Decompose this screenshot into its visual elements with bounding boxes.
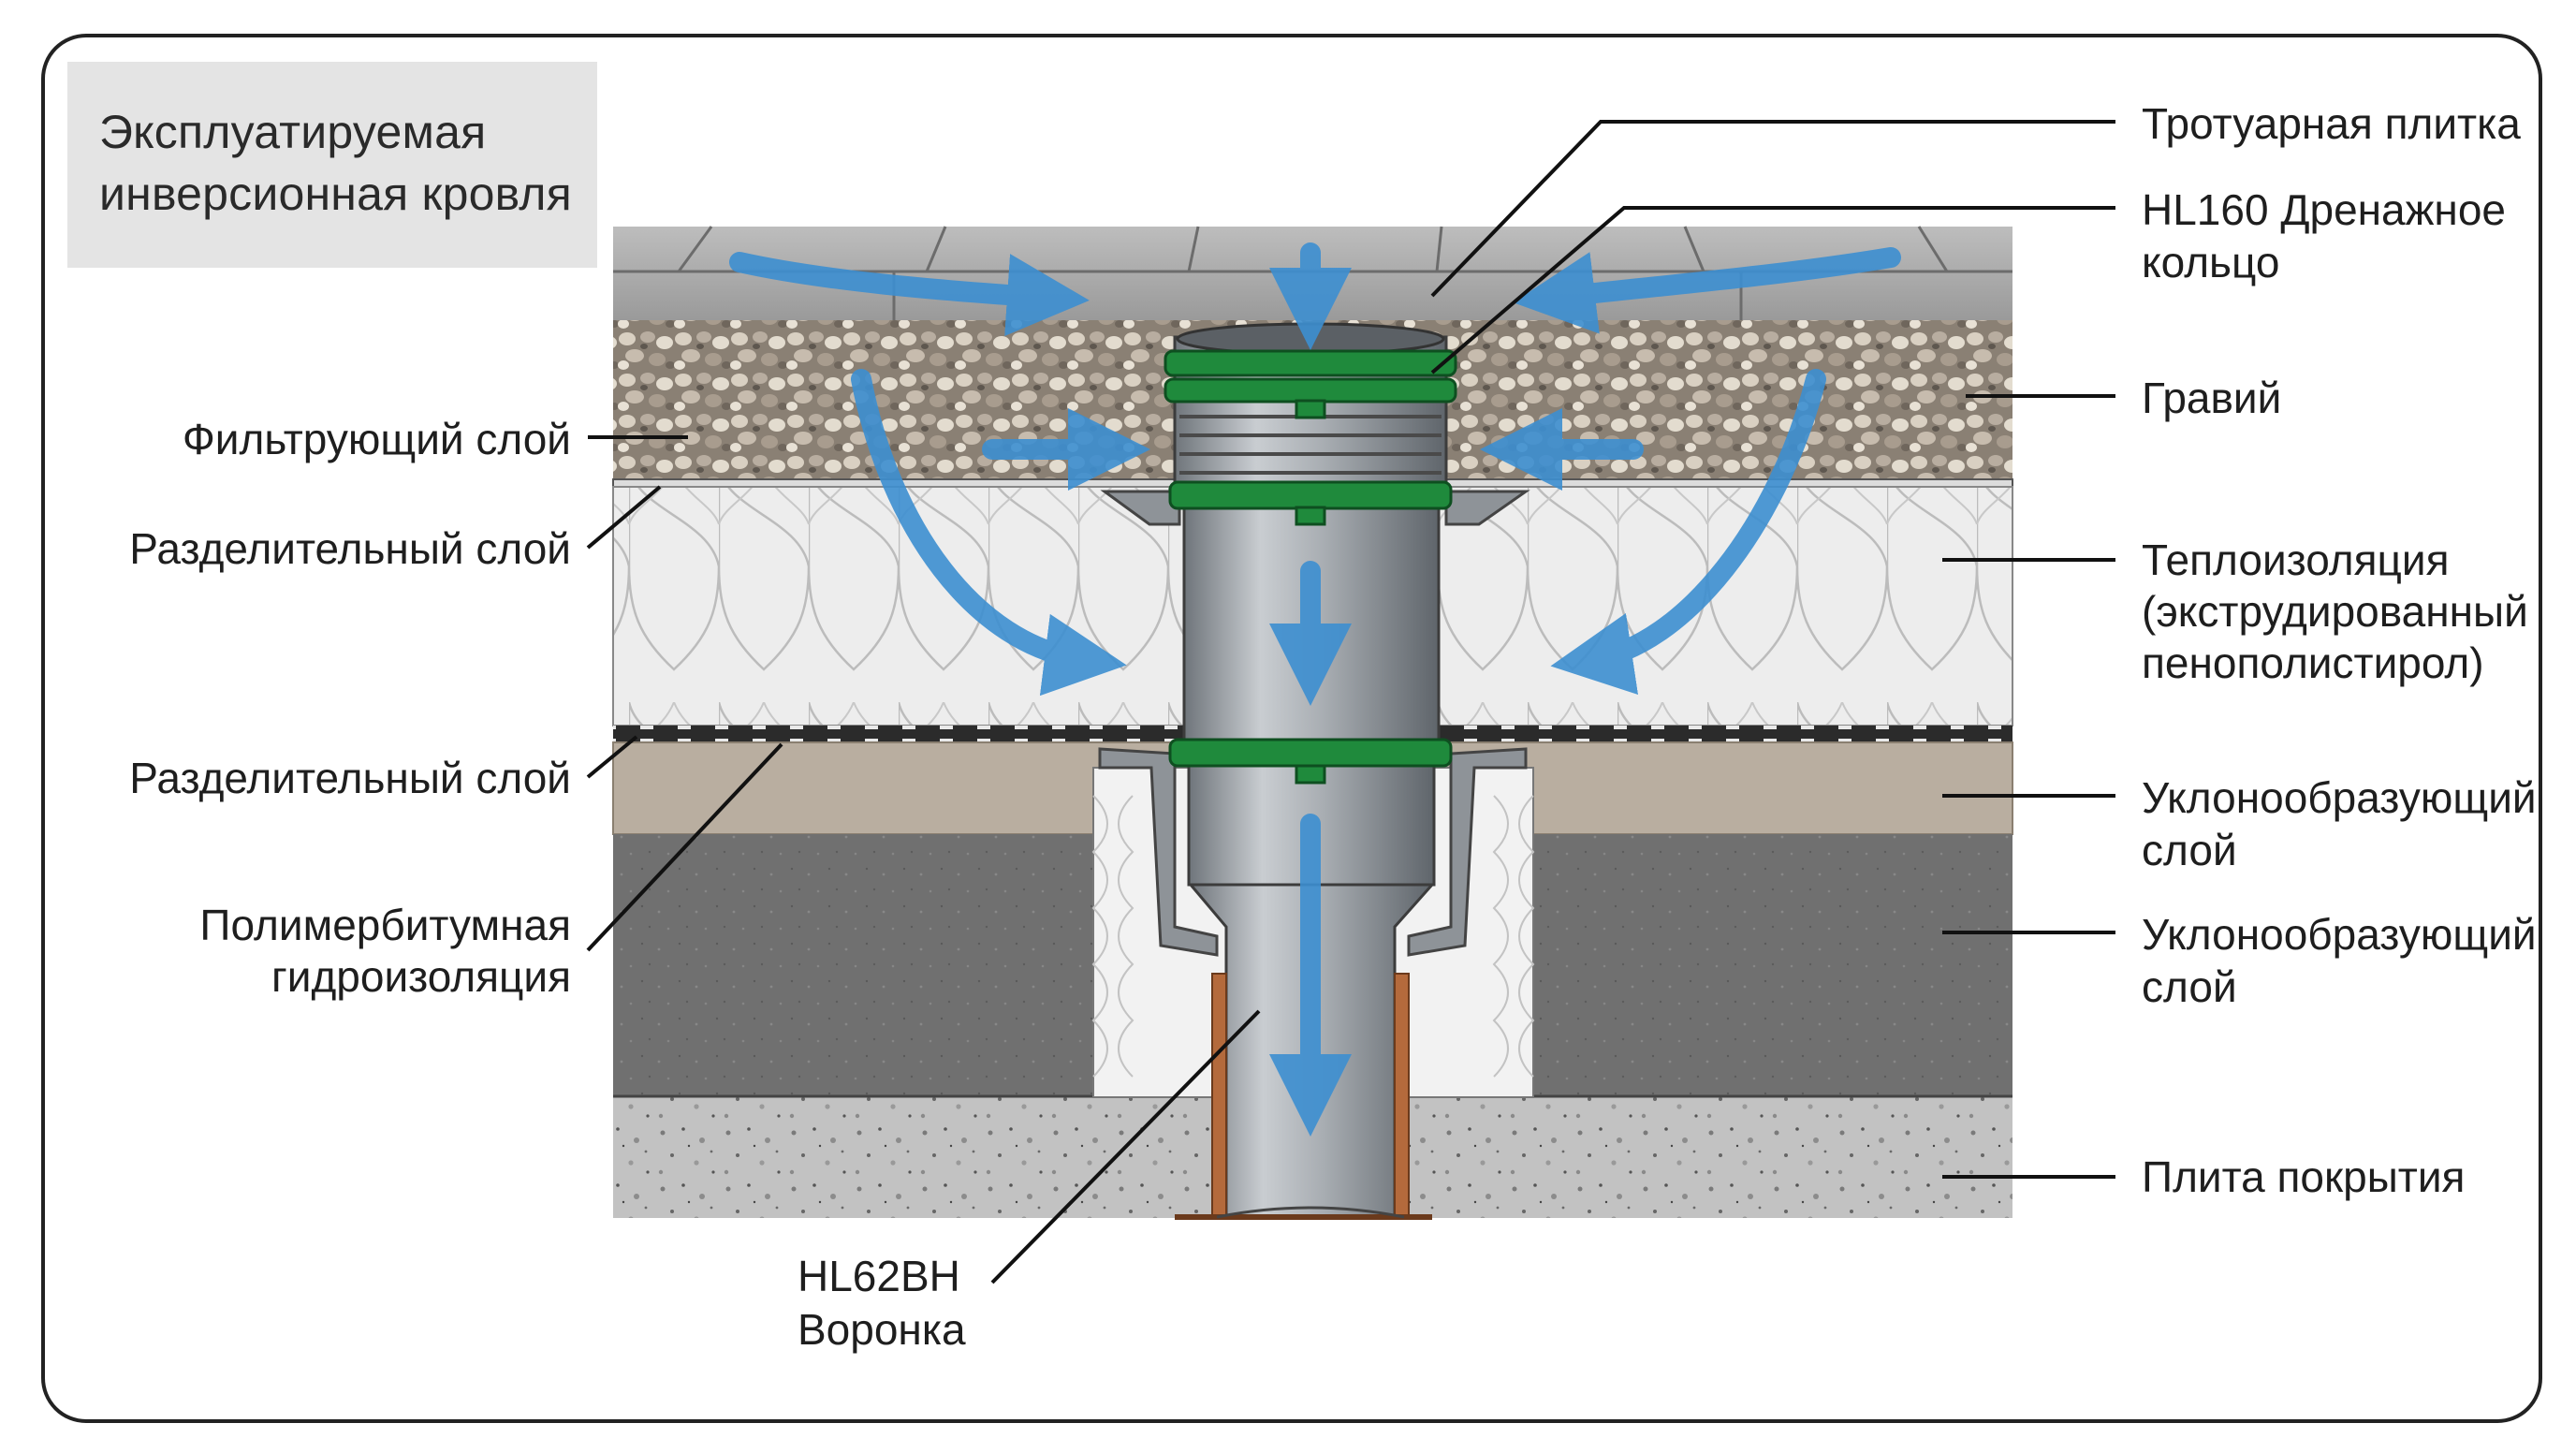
label-slab: Плита покрытия <box>2142 1152 2466 1201</box>
label-insulation-line-1: Теплоизоляция <box>2142 536 2450 584</box>
label-separating-layer-top: Разделительный слой <box>129 524 571 573</box>
label-slope-layer-2-line-1: Уклонообразующий <box>2142 910 2537 959</box>
label-drain-line-2: Воронка <box>798 1305 966 1354</box>
title-box: Эксплуатируемая инверсионная кровля <box>67 62 597 268</box>
title-line-1: Эксплуатируемая <box>99 106 487 158</box>
label-slope-layer-2-line-2: слой <box>2142 962 2237 1011</box>
leader-lines <box>586 120 2115 1284</box>
label-filter-layer: Фильтрующий слой <box>182 415 571 463</box>
label-waterproofing-line-2: гидроизоляция <box>271 952 571 1001</box>
label-paving: Тротуарная плитка <box>2142 99 2521 148</box>
label-separating-layer-bottom: Разделительный слой <box>129 754 571 802</box>
drainage-ring-green <box>1164 349 1457 785</box>
label-slope-layer-1-line-1: Уклонообразующий <box>2142 773 2537 822</box>
title-line-2: инверсионная кровля <box>99 168 572 220</box>
label-drainage-ring-line-1: HL160 Дренажное <box>2142 185 2506 234</box>
label-gravel: Гравий <box>2142 374 2282 422</box>
label-slope-layer-1-line-2: слой <box>2142 826 2237 874</box>
label-drain-line-1: HL62BH <box>798 1252 960 1300</box>
label-drainage-ring-line-2: кольцо <box>2142 238 2280 286</box>
label-insulation-line-2: (экструдированный <box>2142 587 2528 636</box>
water-flow-arrows <box>729 242 1901 1137</box>
label-waterproofing-line-1: Полимербитумная <box>199 901 571 949</box>
label-insulation-line-3: пенополистирол) <box>2142 638 2484 687</box>
